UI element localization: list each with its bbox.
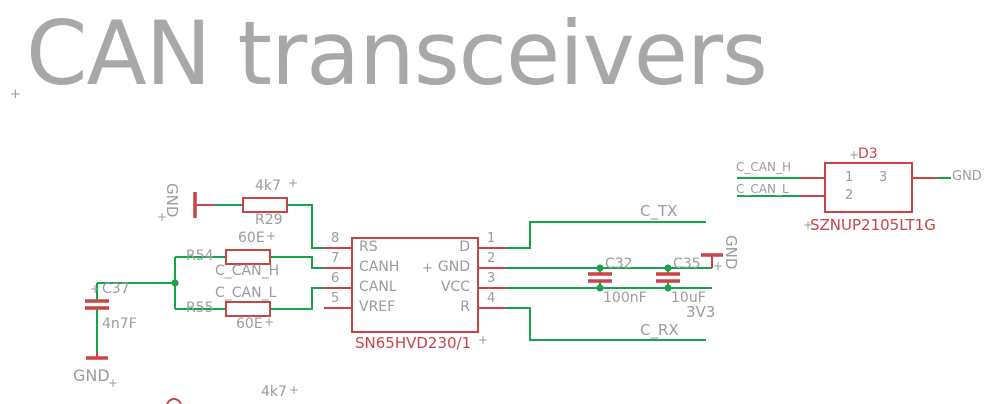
ic-pin-name-d: D [459, 239, 470, 255]
ic-ref: SN65HVD230/1 [355, 334, 472, 352]
net-label-gnd-bottom: GND [73, 366, 110, 385]
ic-pin-name-gnd: GND [437, 259, 470, 275]
diode-d3-symbol [800, 162, 937, 213]
origin-cross: + [157, 210, 168, 224]
page-title: CAN transceivers [26, 2, 768, 105]
c37-value: 4n7F [102, 316, 137, 332]
origin-cross: + [289, 383, 300, 397]
net-label-gnd-right: GND [722, 235, 740, 270]
net-label-gnd-d3: GND [952, 169, 982, 184]
origin-cross: + [288, 176, 299, 190]
c32-ref: C32 [605, 256, 633, 272]
junction-dots [171, 264, 672, 292]
ic-pin-name-vref: VREF [359, 299, 396, 315]
c37-ref: C37 [102, 281, 130, 297]
net-label-c-rx: C_RX [640, 321, 679, 339]
r54-value: 60E [238, 230, 265, 246]
c35-ref: C35 [673, 256, 701, 272]
ic-sn65hvd230-symbol [324, 237, 506, 333]
d3-pin-1: 1 [845, 170, 854, 185]
partial-connector-symbol [166, 398, 182, 404]
origin-cross: + [266, 229, 277, 243]
r55-value: 60E [236, 316, 263, 332]
ic-pin-number-1: 1 [487, 231, 496, 246]
origin-cross: + [803, 218, 814, 232]
r29-ref: R29 [255, 212, 283, 228]
r55-ref: R55 [186, 300, 214, 316]
resistor-r29-symbol [242, 197, 288, 213]
origin-cross: + [422, 261, 433, 276]
gnd-symbol-bottom [86, 352, 108, 360]
ic-pin-number-6: 6 [331, 271, 340, 286]
c35-value: 10uF [671, 290, 706, 306]
net-wires [96, 177, 951, 352]
ic-pin-name-vcc: VCC [440, 279, 470, 295]
capacitor-c32-symbol [588, 272, 612, 283]
gnd-symbol-top [193, 192, 214, 218]
net-label-3v3: 3V3 [686, 303, 716, 321]
origin-cross: + [478, 333, 489, 347]
ic-pin-number-8: 8 [331, 231, 340, 246]
net-label-c-can-h-d3: C_CAN_H [736, 160, 791, 174]
capacitor-c35-symbol [656, 272, 680, 283]
ic-pin-number-3: 3 [487, 271, 496, 286]
net-label-c-can-l-d3: C_CAN_L [736, 182, 789, 196]
ic-pin-number-2: 2 [487, 251, 496, 266]
gnd-symbol-right [701, 253, 723, 268]
origin-cross: + [90, 282, 101, 296]
ic-pin-number-5: 5 [331, 291, 340, 306]
origin-cross: + [264, 315, 275, 329]
net-label-c-can-l: C_CAN_L [215, 285, 277, 301]
c32-value: 100nF [603, 290, 647, 306]
origin-cross: + [108, 376, 119, 390]
ic-pin-name-r: R [460, 299, 470, 315]
d3-pin-3: 3 [879, 170, 888, 185]
r54-ref: R54 [186, 248, 214, 264]
ic-pin-name-rs: RS [359, 239, 378, 255]
d3-pin-2: 2 [845, 188, 854, 203]
ic-pin-name-canh: CANH [359, 259, 400, 275]
d3-part-number: SZNUP2105LT1G [810, 216, 936, 234]
ic-pin-number-7: 7 [331, 251, 340, 266]
ic-pin-number-4: 4 [487, 291, 496, 306]
origin-cross: + [10, 87, 21, 102]
net-label-c-tx: C_TX [640, 202, 678, 220]
resistor-r54-symbol [225, 249, 271, 265]
net-label-c-can-h: C_CAN_H [215, 263, 280, 279]
d3-ref: D3 [858, 146, 878, 162]
r29-value: 4k7 [255, 178, 281, 194]
ic-pin-name-canl: CANL [359, 279, 397, 295]
resistor-r55-symbol [225, 301, 271, 317]
origin-cross: + [849, 148, 860, 162]
r-bottom-value: 4k7 [261, 384, 287, 400]
origin-cross: + [713, 259, 724, 273]
capacitor-c37-symbol [85, 299, 109, 310]
